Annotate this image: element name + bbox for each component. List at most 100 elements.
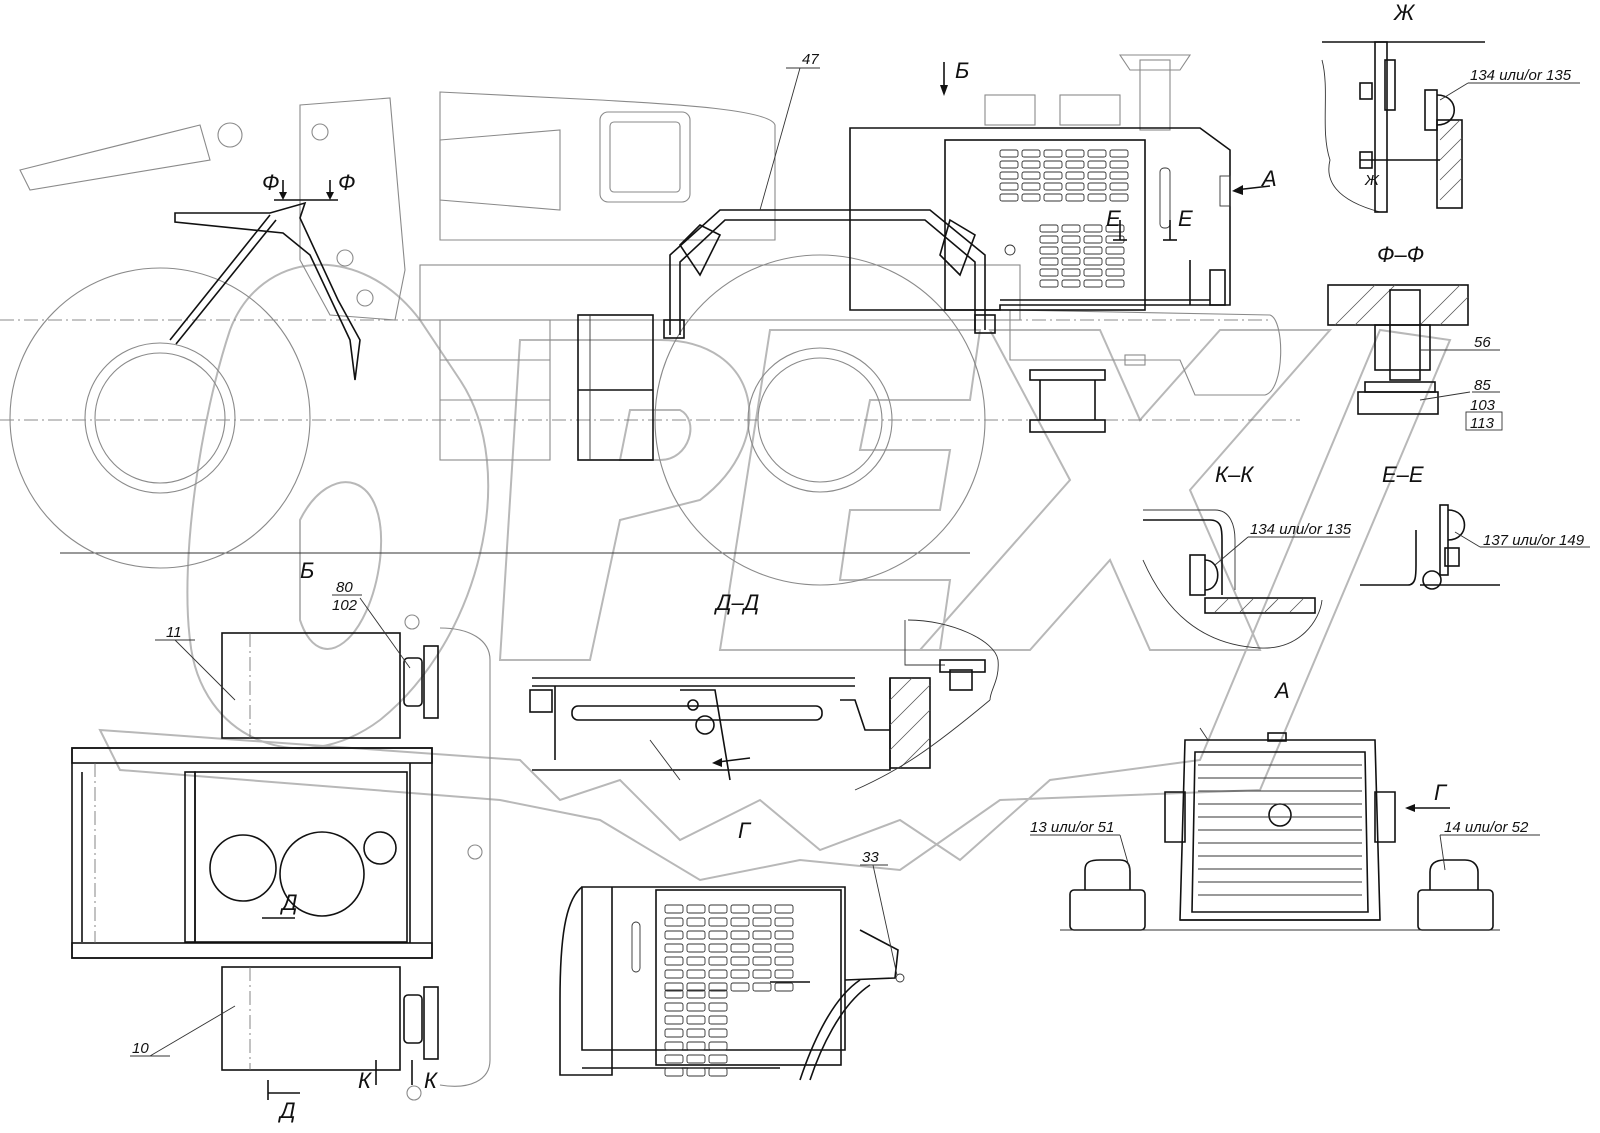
grille-slot bbox=[1061, 279, 1081, 288]
hatch-zh bbox=[1439, 119, 1463, 201]
label-part-47: 47 bbox=[802, 51, 819, 68]
hatch-dd bbox=[889, 677, 931, 769]
view-g-grille-slots bbox=[664, 904, 794, 1077]
grille-slot bbox=[730, 904, 750, 914]
grille-slot bbox=[664, 1015, 684, 1025]
grille-slot bbox=[664, 1028, 684, 1038]
label-section-d-bottom: Д bbox=[277, 1098, 296, 1123]
grille-slot bbox=[686, 1002, 706, 1012]
section-kk-view bbox=[1142, 509, 1323, 649]
grille-slot bbox=[708, 1041, 728, 1051]
label-view-a: А bbox=[1273, 678, 1290, 703]
label-part-137: 137 или/or 149 bbox=[1483, 532, 1585, 549]
grille-slot bbox=[1087, 149, 1107, 158]
grille-slot bbox=[730, 969, 750, 979]
grille-slot bbox=[752, 982, 772, 992]
grille-slot bbox=[708, 1002, 728, 1012]
grille-slot bbox=[1109, 149, 1129, 158]
grille-slot bbox=[999, 149, 1019, 158]
grille-slot bbox=[708, 904, 728, 914]
grille-slot bbox=[664, 1067, 684, 1077]
label-part-33: 33 bbox=[862, 849, 879, 866]
grille-slot bbox=[1105, 246, 1125, 255]
label-part-11: 11 bbox=[166, 624, 182, 641]
grille-slot bbox=[686, 904, 706, 914]
view-a-louvers bbox=[1198, 764, 1362, 896]
grille-slot bbox=[708, 956, 728, 966]
view-b-plan bbox=[71, 614, 491, 1101]
grille-slot bbox=[1039, 235, 1059, 244]
grille-slot bbox=[664, 930, 684, 940]
grille-slot bbox=[664, 1002, 684, 1012]
label-part-113: 113 bbox=[1470, 415, 1495, 432]
grille-slot bbox=[1083, 279, 1103, 288]
label-section-k-left: К bbox=[358, 1068, 372, 1093]
grille-slot bbox=[1083, 235, 1103, 244]
grille-slot bbox=[686, 1041, 706, 1051]
grille-slot bbox=[1043, 160, 1063, 169]
grille-slot bbox=[686, 917, 706, 927]
label-part-102: 102 bbox=[332, 597, 358, 614]
grille-slot bbox=[686, 1015, 706, 1025]
grille-slot bbox=[708, 1028, 728, 1038]
grille-slot bbox=[686, 943, 706, 953]
label-view-g-arrow: Г bbox=[1434, 780, 1448, 805]
label-section-e-right: Е bbox=[1178, 206, 1193, 231]
machine-side-view bbox=[0, 54, 1300, 586]
grille-slot bbox=[1021, 160, 1041, 169]
view-a-front bbox=[1060, 727, 1500, 931]
grille-slot bbox=[1105, 224, 1125, 233]
grille-slot bbox=[664, 917, 684, 927]
grille-slot bbox=[1039, 279, 1059, 288]
label-section-ee: Е–Е bbox=[1382, 462, 1424, 487]
grille-slot bbox=[730, 982, 750, 992]
label-part-103: 103 bbox=[1470, 397, 1496, 414]
grille-slot bbox=[1105, 257, 1125, 266]
grille-slot bbox=[708, 1015, 728, 1025]
grille-slot bbox=[1105, 279, 1125, 288]
grille-slot bbox=[774, 982, 794, 992]
hatch-kk bbox=[1214, 598, 1304, 613]
grille-slot bbox=[1065, 171, 1085, 180]
grille-slot bbox=[686, 989, 706, 999]
grille-slot bbox=[664, 1041, 684, 1051]
grille-slot bbox=[752, 904, 772, 914]
grille-slot bbox=[664, 969, 684, 979]
grille-slot bbox=[1021, 171, 1041, 180]
grille-slot bbox=[1109, 160, 1129, 169]
grille-slot bbox=[708, 1054, 728, 1064]
grille-slot bbox=[999, 182, 1019, 191]
grille-slot bbox=[1065, 182, 1085, 191]
hatch-ff bbox=[1334, 284, 1469, 326]
label-part-10: 10 bbox=[132, 1040, 149, 1057]
grille-slot bbox=[752, 956, 772, 966]
grille-slot bbox=[664, 1054, 684, 1064]
grille-slot bbox=[1043, 193, 1063, 202]
section-zh-view bbox=[1321, 41, 1485, 213]
grille-slot bbox=[1061, 268, 1081, 277]
grille-slot bbox=[708, 930, 728, 940]
grille-slot bbox=[708, 982, 728, 992]
label-part-80: 80 bbox=[336, 579, 353, 596]
grille-slot bbox=[1065, 149, 1085, 158]
grille-slot bbox=[1087, 160, 1107, 169]
grille-slot bbox=[999, 160, 1019, 169]
grille-slot bbox=[1087, 182, 1107, 191]
grille-slot bbox=[686, 969, 706, 979]
grille-slot bbox=[1109, 171, 1129, 180]
grille-slot bbox=[999, 171, 1019, 180]
label-part-13: 13 или/or 51 bbox=[1030, 819, 1114, 836]
label-section-f-right: Ф bbox=[338, 170, 356, 195]
grille-slot bbox=[730, 956, 750, 966]
grille-slot bbox=[1083, 224, 1103, 233]
labels: Б А Ж Ж Ф Ф Ф–Ф К–К Е–Е Е Е Б Д–Д Д Д Г … bbox=[132, 0, 1585, 1123]
grille-slot bbox=[708, 943, 728, 953]
grille-slot bbox=[752, 943, 772, 953]
grille-slot bbox=[1021, 193, 1041, 202]
label-view-g: Г bbox=[738, 818, 752, 843]
label-section-dd: Д–Д bbox=[713, 590, 759, 615]
grille-slot bbox=[730, 930, 750, 940]
grille-slot bbox=[774, 904, 794, 914]
grille-slot bbox=[664, 982, 684, 992]
